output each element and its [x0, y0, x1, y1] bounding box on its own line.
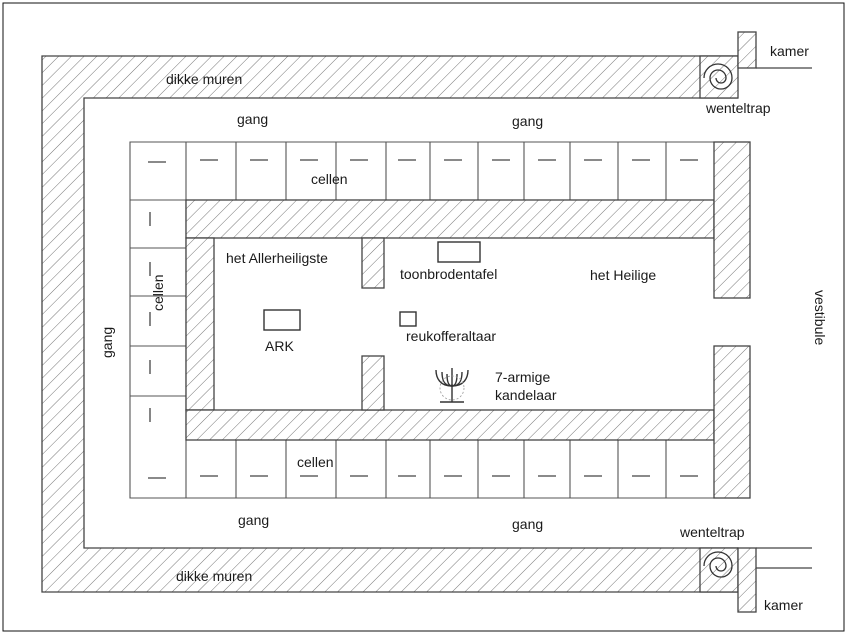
staircase-top [699, 31, 812, 99]
gang-label-top-left: gang [237, 111, 269, 127]
menorah-icon [435, 368, 469, 403]
dikke-muren-label-bottom: dikke muren [176, 568, 253, 584]
gang-label-bottom-right: gang [512, 516, 544, 532]
vestibule-label: vestibule [812, 290, 828, 346]
gang-label-top-right: gang [512, 113, 544, 129]
cellen-label-bottom: cellen [297, 454, 334, 470]
kamer-label-bottom: kamer [764, 597, 803, 613]
kandelaar-label-line1: 7-armige [495, 369, 551, 385]
cellen-label-top: cellen [311, 171, 348, 187]
kamer-label-top: kamer [770, 43, 809, 59]
allerheiligste-label: het Allerheiligste [226, 250, 328, 266]
ark-shape [263, 309, 301, 331]
kandelaar-label-line2: kandelaar [495, 387, 557, 403]
heilige-label: het Heilige [590, 267, 657, 283]
gang-label-bottom-left: gang [238, 512, 270, 528]
reukofferaltaar-label: reukofferaltaar [406, 328, 497, 344]
incense-altar-shape [399, 311, 417, 327]
showbread-table-shape [437, 241, 481, 263]
sanctuary-walls [185, 141, 751, 499]
cells-ring [129, 141, 714, 499]
wenteltrap-label-bottom: wenteltrap [680, 524, 745, 540]
gang-label-left: gang [99, 326, 115, 358]
cellen-label-left: cellen [150, 274, 166, 311]
toonbrodentafel-label: toonbrodentafel [400, 266, 498, 282]
outer-thick-wall [41, 55, 738, 593]
wenteltrap-label-top: wenteltrap [706, 100, 771, 116]
ark-label: ARK [265, 338, 294, 354]
staircase-bottom [699, 547, 812, 613]
dikke-muren-label-top: dikke muren [166, 71, 243, 87]
